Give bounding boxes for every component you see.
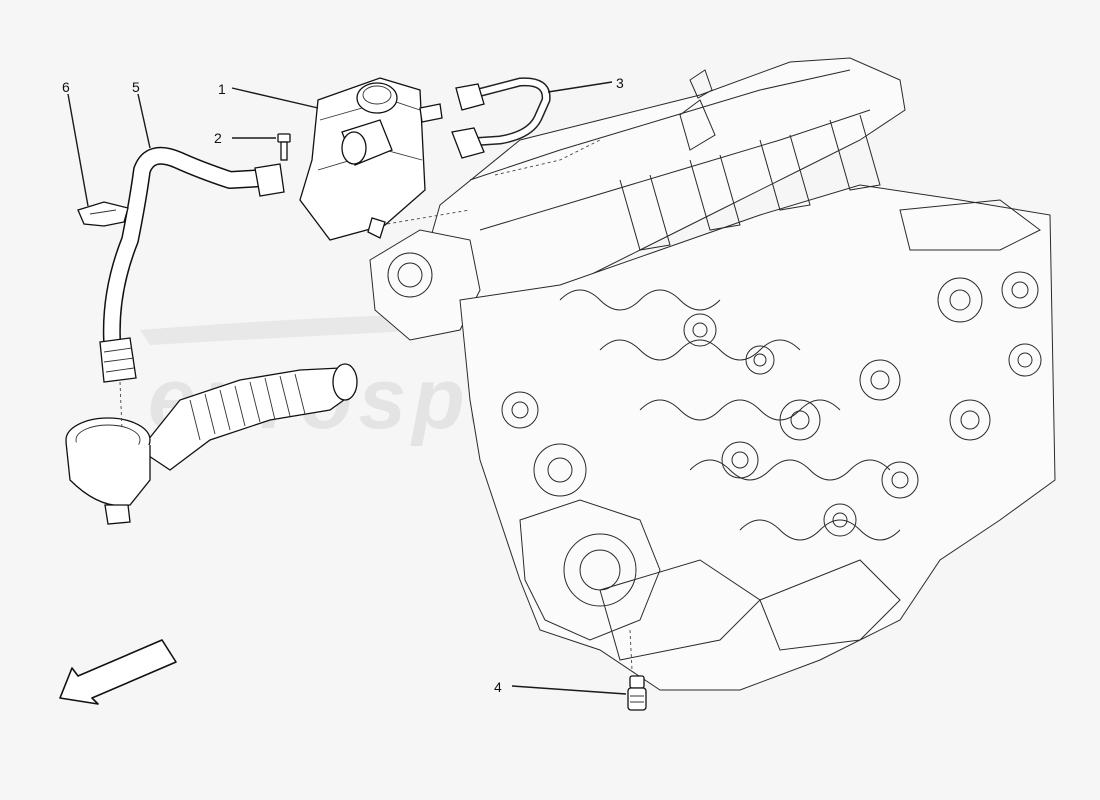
arrow-down-left-icon: [59, 639, 177, 705]
engine-block: [339, 57, 1056, 691]
part-2-bolt: [277, 133, 291, 161]
callout-1: 1: [218, 81, 226, 97]
part-3-short-hose: [451, 77, 551, 159]
part-4-sensor: [627, 675, 647, 711]
leader-lines: [67, 81, 627, 695]
callout-5: 5: [132, 79, 140, 95]
callout-labels: 1 2 3 4 5 6: [62, 75, 624, 695]
callout-6: 6: [62, 79, 70, 95]
callout-4: 4: [494, 679, 502, 695]
part-1-valve-housing: [299, 77, 443, 241]
part-6-clip: [77, 201, 129, 227]
callout-3: 3: [616, 75, 624, 91]
callout-2: 2: [214, 130, 222, 146]
intake-duct: [65, 363, 358, 525]
part-5-long-hose: [99, 146, 285, 383]
